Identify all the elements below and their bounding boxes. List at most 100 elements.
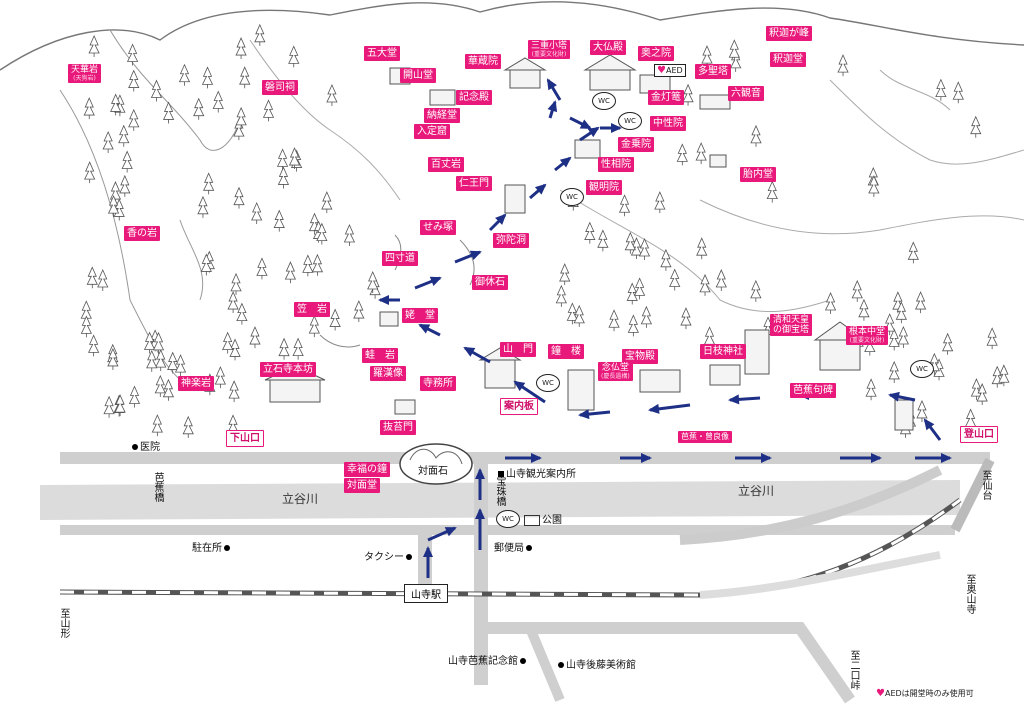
label-shosoin: 性相院: [598, 157, 634, 172]
tree-icon: [107, 195, 120, 218]
tree-icon: [559, 263, 571, 286]
wc-icon: WC: [560, 188, 584, 206]
route-arrow-head: [559, 156, 572, 168]
tree-icon: [367, 271, 379, 294]
tree-icon: [895, 301, 907, 324]
heart-icon: ♥: [876, 688, 885, 699]
route-arrow-head: [761, 453, 772, 463]
tree-icon: [193, 97, 205, 120]
tree-icon: [178, 63, 191, 86]
label-shakagamine: 釈迦が峰: [766, 26, 812, 41]
tree-icon: [197, 195, 209, 218]
tree-icon: [952, 81, 964, 104]
park-label: 公園: [524, 511, 562, 526]
label-gotaido: 五大堂: [364, 46, 400, 61]
tree-icon: [201, 66, 214, 89]
tree-icon: [676, 143, 688, 166]
police-dot: [224, 545, 230, 551]
tree-icon: [696, 237, 708, 260]
tree-icon: [353, 300, 365, 323]
route-arrow-head: [871, 453, 882, 463]
tree-icon: [152, 331, 165, 354]
tree-icon: [914, 291, 927, 314]
tree-icon: [824, 291, 837, 314]
tree-icon: [284, 261, 297, 284]
route-arrow-head: [578, 409, 590, 420]
label-okunoin: 奥之院: [638, 46, 674, 61]
info-dot: [498, 471, 504, 477]
route-arrow-head: [378, 295, 389, 305]
label-kasaiwa: 笠 岩: [294, 302, 330, 317]
label-daibutsuden: 大仏殿: [590, 40, 626, 55]
tree-icon: [627, 314, 639, 337]
route-arrow-head: [611, 123, 622, 133]
tree-icon: [80, 315, 93, 338]
tree-icon: [998, 364, 1010, 387]
tree-icon: [84, 161, 96, 184]
main-street: [474, 455, 488, 685]
tree-icon: [233, 186, 245, 209]
tree-icon: [228, 380, 240, 403]
tree-icon: [766, 180, 778, 203]
label-niomon: 仁王門: [456, 176, 492, 191]
tree-icon: [326, 84, 338, 106]
tree-icon: [128, 108, 140, 131]
tree-icon: [288, 147, 301, 170]
tree-icon: [640, 305, 653, 328]
label-nyujokutsu: 入定窟: [414, 124, 450, 139]
taimenseki-label: 対面石: [418, 466, 448, 477]
label-tenkeiwa: 天華岩(天狗岩): [68, 64, 102, 83]
yamadera-station: 山寺駅: [404, 584, 448, 603]
tree-icon: [343, 223, 356, 246]
clinic-label: 医院: [130, 438, 160, 453]
label-shakadou: 釈迦堂: [770, 52, 806, 67]
tree-icon: [680, 307, 692, 330]
tree-icon: [311, 253, 324, 276]
tree-icon: [699, 273, 711, 296]
tree-icon: [102, 131, 114, 154]
tree-icon: [624, 231, 636, 254]
tourist-info-label: 山寺観光案内所: [496, 465, 576, 480]
route-arrow-head: [579, 119, 592, 129]
label-chushoin: 中性院: [650, 116, 686, 131]
route-arrow-head: [547, 100, 558, 113]
tree-icon: [214, 366, 227, 389]
tree-icon: [128, 69, 140, 92]
heart-icon: ♥: [657, 65, 666, 76]
tree-icon: [302, 254, 314, 277]
post-dot: [526, 545, 532, 551]
label-kintoro: 金灯篭: [648, 90, 684, 105]
tree-icon: [128, 385, 141, 408]
clinic-dot: [132, 444, 138, 450]
tree-icon: [654, 191, 666, 214]
tree-icon: [233, 118, 245, 141]
tree-icon: [114, 394, 126, 417]
info-board-label: 案内板: [500, 398, 538, 415]
label-sanmon: 山 門: [500, 342, 536, 357]
river-label-left: 立谷川: [282, 492, 319, 506]
tree-icon: [682, 83, 694, 106]
label-ubado: 姥 堂: [402, 308, 438, 323]
route-arrow-head: [587, 126, 600, 138]
tree-icon: [83, 97, 95, 120]
tree-icon: [292, 337, 304, 360]
walking-route: [378, 78, 952, 578]
park-icon: [524, 514, 540, 526]
lower-road: [60, 525, 955, 535]
route-arrow-head: [531, 453, 542, 463]
route-arrow-head: [495, 213, 507, 225]
label-sanju: 三重小塔(重要文化財): [528, 40, 571, 59]
tree-icon: [730, 49, 742, 72]
tree-icon: [633, 277, 646, 300]
tree-icon: [235, 106, 247, 129]
tree-icon: [254, 23, 266, 46]
tree-icon: [916, 399, 928, 422]
tree-icon: [222, 331, 234, 354]
tree-icon: [212, 90, 224, 113]
tree-icon: [555, 284, 567, 307]
tree-icon: [97, 269, 109, 292]
police-label: 駐在所: [192, 539, 232, 554]
route-arrow-head: [534, 183, 547, 195]
route-arrow-head: [475, 468, 485, 479]
